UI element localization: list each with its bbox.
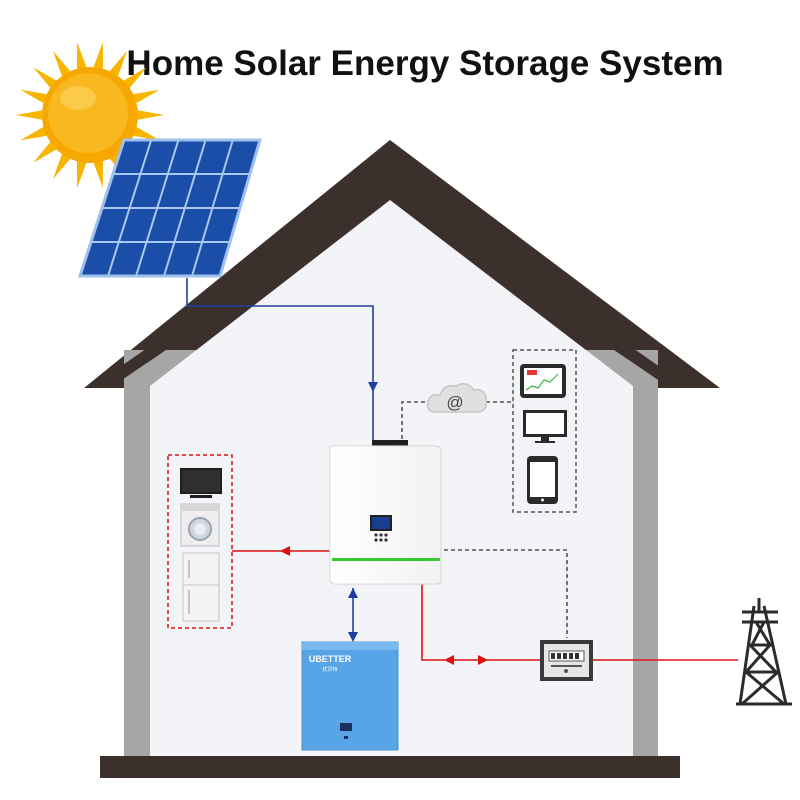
home-appliances-group: [167, 454, 233, 629]
sun-ray: [16, 110, 43, 120]
sun-ray: [33, 67, 57, 88]
battery-brand-sub: 优贝特: [322, 666, 337, 673]
cloud-symbol: @: [446, 393, 463, 412]
battery-brand: UBETTER: [309, 654, 352, 664]
sun-ray: [76, 161, 87, 188]
solar-arrow-head: [368, 382, 378, 392]
phone-icon: [527, 456, 558, 504]
sun-ray: [123, 67, 147, 88]
sun-ray: [93, 161, 104, 188]
sun-ray: [133, 126, 160, 141]
ac-output-arrow: [280, 546, 290, 556]
tablet-icon: [520, 364, 566, 398]
solar-panel-icon: [77, 138, 263, 278]
house-floor: [100, 756, 680, 778]
sun-ray: [53, 50, 71, 77]
solar-dc-line: [186, 278, 374, 442]
sun-ray: [76, 42, 87, 69]
monitor-icon: [523, 410, 567, 443]
meter-dashed-line: [437, 549, 568, 638]
sun-ray: [137, 110, 164, 120]
hybrid-inverter: [329, 440, 442, 585]
battery-pack: UBETTER 优贝特: [301, 641, 399, 751]
grid-arrow-left: [444, 655, 454, 665]
grid-line: [421, 582, 738, 661]
battery-arrow-up: [348, 588, 358, 598]
washing-machine-icon: [180, 503, 220, 547]
tv-icon: [180, 468, 222, 498]
sun-ray: [109, 50, 127, 77]
sun-ray: [133, 89, 160, 104]
cloud-icon: @: [426, 383, 488, 413]
sun-ray: [33, 142, 57, 163]
monitoring-devices-group: [512, 349, 577, 513]
inverter-display: [370, 515, 392, 531]
grid-arrow-right: [478, 655, 488, 665]
meter-icon: [540, 640, 593, 681]
sun-ray: [20, 126, 47, 141]
sun-ray: [93, 42, 104, 69]
battery-display: [340, 723, 352, 731]
power-tower-icon: [736, 598, 792, 706]
sun-ray: [53, 153, 71, 180]
battery-arrow-down: [348, 632, 358, 642]
sun-ray: [20, 89, 47, 104]
refrigerator-icon: [182, 552, 220, 622]
page-title: Home Solar Energy Storage System: [126, 44, 724, 83]
internet-dashed-line: [401, 401, 513, 446]
